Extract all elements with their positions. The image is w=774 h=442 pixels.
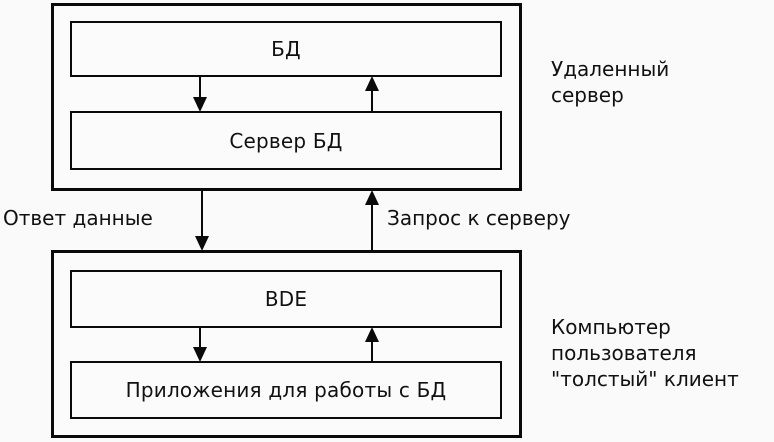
arrow-client-to-server-icon [364, 190, 380, 251]
remote-server-side-label: Удаленный сервер [551, 57, 670, 107]
arrow-head [193, 347, 207, 362]
client-machine-side-label: Компьютер пользователя "толстый" клиент [551, 315, 739, 391]
arrow-db-to-dbserver-icon [192, 76, 208, 112]
arrow-dbserver-to-db-icon [364, 76, 380, 112]
component-db-applications: Приложения для работы с БД [70, 361, 502, 419]
arrow-shaft [199, 327, 201, 350]
arrow-apps-to-bde-icon [364, 327, 380, 362]
arrow-shaft [371, 88, 373, 112]
component-database: БД [70, 21, 502, 77]
arrow-head [365, 76, 379, 91]
arrow-shaft [371, 339, 373, 362]
arrow-shaft [199, 76, 201, 100]
arrow-bde-to-apps-icon [192, 327, 208, 362]
flow-label-response: Ответ данные [3, 206, 153, 230]
arrow-head [195, 236, 209, 251]
arrow-shaft [371, 202, 373, 251]
arrow-server-to-client-icon [194, 190, 210, 251]
flow-label-request: Запрос к серверу [387, 206, 571, 230]
arrow-shaft [201, 190, 203, 239]
component-database-server: Сервер БД [70, 111, 502, 170]
component-bde: BDE [70, 270, 502, 328]
arrow-head [365, 190, 379, 205]
arrow-head [193, 97, 207, 112]
arrow-head [365, 327, 379, 342]
